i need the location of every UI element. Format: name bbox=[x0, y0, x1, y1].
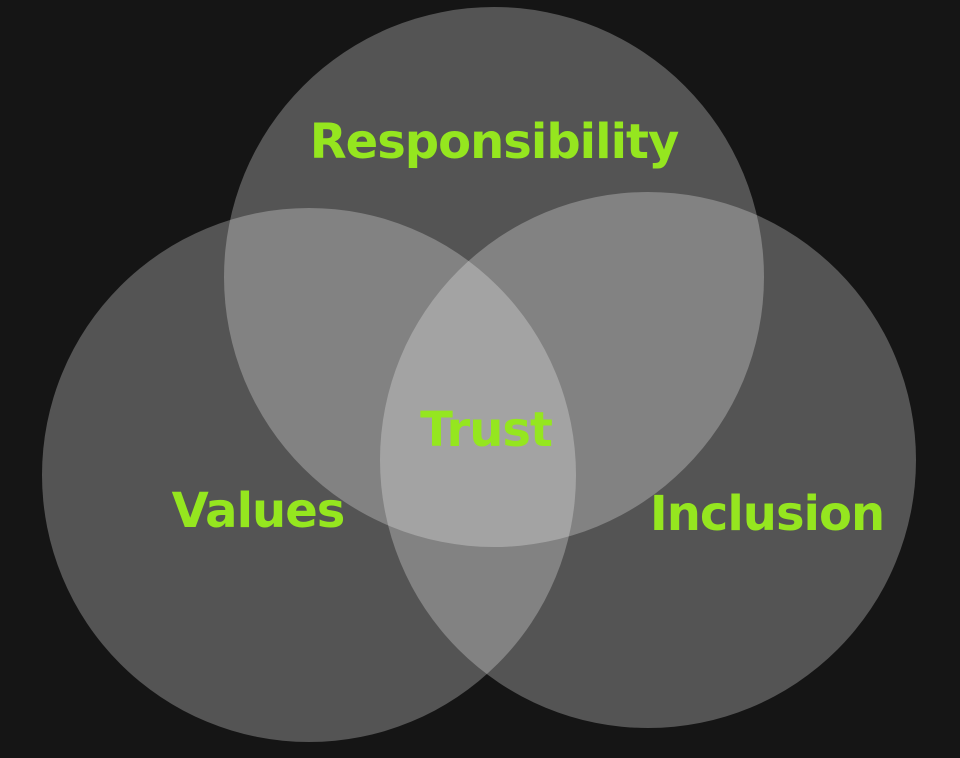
label-values: Values bbox=[172, 483, 345, 539]
circle-values bbox=[42, 208, 576, 742]
label-responsibility: Responsibility bbox=[310, 114, 679, 170]
label-trust-intersection: Trust bbox=[420, 402, 552, 458]
label-inclusion: Inclusion bbox=[650, 486, 884, 542]
circle-responsibility bbox=[224, 7, 764, 547]
circle-inclusion bbox=[380, 192, 916, 728]
